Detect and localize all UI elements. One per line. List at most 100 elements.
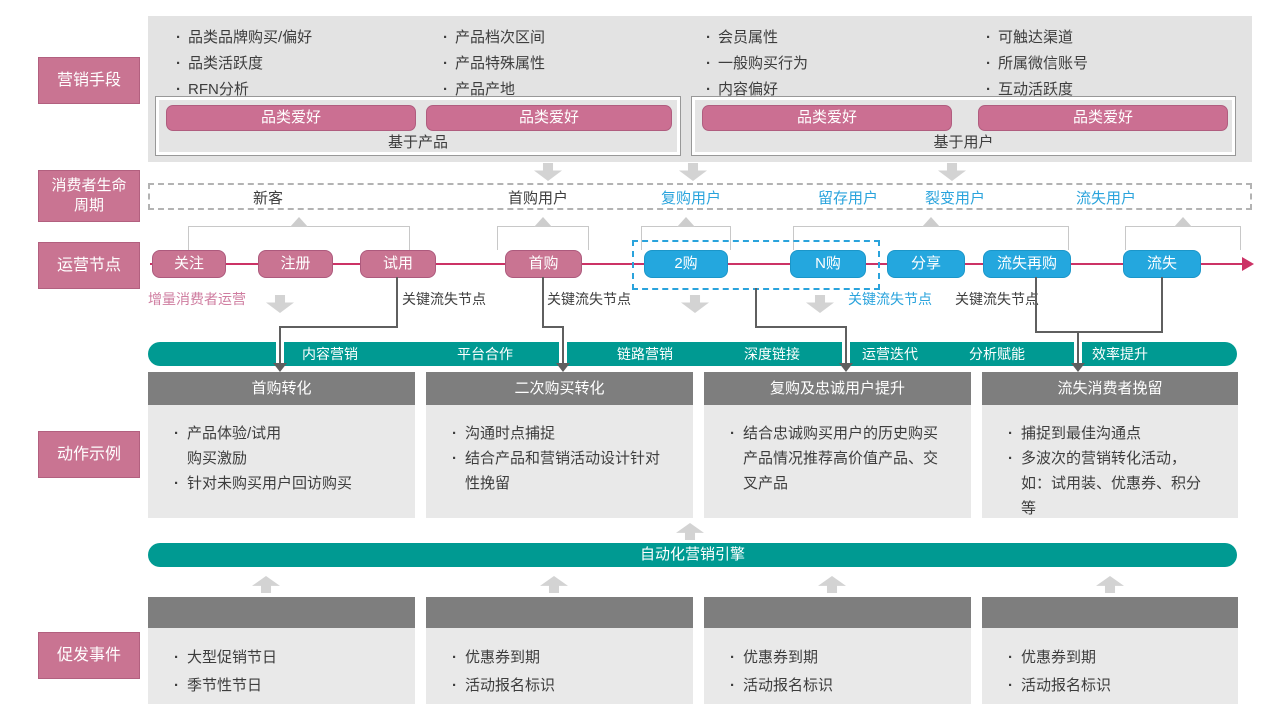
list-item: 优惠券到期 [1008, 644, 1210, 672]
bracket [188, 217, 410, 250]
list-item: 活动报名标识 [1008, 672, 1210, 700]
down-arrow-icon [534, 163, 562, 181]
list-item: 结合忠诚购买用户的历史购买产品情况推荐高价值产品、交叉产品 [730, 421, 943, 496]
list-item: 产品产地 [442, 77, 545, 103]
connector-line [280, 326, 398, 328]
list-item: 会员属性 [705, 25, 808, 51]
list-item: 品类活跃度 [175, 51, 312, 77]
action-body: 结合忠诚购买用户的历史购买产品情况推荐高价值产品、交叉产品 [704, 405, 971, 518]
connector-line [542, 326, 564, 328]
up-triangle-icon [290, 217, 308, 227]
connector-arrowhead-icon [1071, 363, 1085, 372]
node-churn: 流失 [1123, 250, 1201, 278]
user-based-group: 品类爱好 品类爱好 基于用户 [691, 96, 1236, 156]
up-triangle-icon [534, 217, 552, 227]
connector-line [562, 326, 564, 364]
list-item: 活动报名标识 [730, 672, 943, 700]
trigger-header [704, 597, 971, 628]
lifecycle-stage-fission: 裂变用户 [924, 190, 986, 207]
up-arrow-icon [540, 576, 568, 593]
list-item: 产品档次区间 [442, 25, 545, 51]
down-arrow-icon [679, 163, 707, 181]
strategy-platform-cooperation: 平台合作 [457, 346, 513, 362]
side-label-trigger-events: 促发事件 [38, 632, 140, 679]
connector-arrowhead-icon [556, 363, 570, 372]
action-header-second-purchase: 二次购买转化 [426, 372, 693, 405]
node-trial: 试用 [360, 250, 436, 278]
connector-arrowhead-icon [839, 363, 853, 372]
list-item: 内容偏好 [705, 77, 808, 103]
up-triangle-icon [677, 217, 695, 227]
list-item: 大型促销节日 [174, 644, 387, 672]
up-triangle-icon [922, 217, 940, 227]
bracket [793, 217, 1069, 250]
connector-line [1077, 331, 1079, 364]
flow-arrowhead-icon [1242, 257, 1254, 271]
category-preference-pill: 品类爱好 [978, 105, 1228, 131]
automation-engine-bar: 自动化营销引擎 [148, 543, 1237, 567]
list-item: 产品体验/试用 购买激励 [174, 421, 387, 471]
node-churn-repurchase: 流失再购 [983, 250, 1071, 278]
bracket [1125, 217, 1241, 250]
list-item: 结合产品和营销活动设计针对性挽留 [452, 446, 665, 496]
strategy-analytics-enablement: 分析赋能 [969, 346, 1025, 362]
action-body: 捕捉到最佳沟通点 多波次的营销转化活动，如：试用装、优惠券、积分等 [982, 405, 1238, 518]
list-item: 产品特殊属性 [442, 51, 545, 77]
side-label-operation-nodes: 运营节点 [38, 242, 140, 289]
list-item: 捕捉到最佳沟通点 [1008, 421, 1210, 446]
connector-line [279, 326, 281, 364]
attribute-list-channel: 可触达渠道 所属微信账号 互动活跃度 [985, 25, 1088, 103]
strategy-deep-link: 深度链接 [744, 346, 800, 362]
increment-operation-label: 增量消费者运营 [148, 291, 246, 307]
down-arrow-icon [681, 295, 709, 313]
attribute-list-category: 品类品牌购买/偏好 品类活跃度 RFN分析 [175, 25, 312, 103]
trigger-header [148, 597, 415, 628]
action-body: 沟通时点捕捉 结合产品和营销活动设计针对性挽留 [426, 405, 693, 518]
group-caption: 基于用户 [933, 134, 994, 151]
connector-line [755, 288, 757, 328]
key-loss-label: 关键流失节点 [402, 291, 486, 307]
connector-arrowhead-icon [273, 363, 287, 372]
up-arrow-icon [1096, 576, 1124, 593]
action-header-churn-retention: 流失消费者挽留 [982, 372, 1238, 405]
trigger-body: 优惠券到期 活动报名标识 [704, 628, 971, 704]
list-item: 可触达渠道 [985, 25, 1088, 51]
node-register: 注册 [258, 250, 333, 278]
down-arrow-icon [266, 295, 294, 313]
strategy-operation-iteration: 运营迭代 [862, 346, 918, 362]
lifecycle-stage-first-purchase: 首购用户 [507, 190, 569, 207]
side-label-consumer-lifecycle: 消费者生命 周期 [38, 170, 140, 222]
attribute-list-product: 产品档次区间 产品特殊属性 产品产地 [442, 25, 545, 103]
list-item: 品类品牌购买/偏好 [175, 25, 312, 51]
node-second-purchase: 2购 [644, 250, 728, 278]
lifecycle-stage-churned: 流失用户 [1075, 190, 1137, 207]
category-preference-pill: 品类爱好 [426, 105, 672, 131]
connector-line [755, 326, 847, 328]
bracket [641, 217, 731, 250]
connector-line [542, 277, 544, 328]
connector-line [1035, 277, 1037, 333]
list-item: 优惠券到期 [730, 644, 943, 672]
list-item: 针对未购买用户回访购买 [174, 471, 387, 496]
strategy-content-marketing: 内容营销 [302, 346, 358, 362]
list-item: 互动活跃度 [985, 77, 1088, 103]
list-item: RFN分析 [175, 77, 312, 103]
connector-line [396, 277, 398, 328]
node-first-purchase: 首购 [505, 250, 582, 278]
connector-line [1035, 331, 1163, 333]
connector-line [845, 326, 847, 364]
connector-line [1161, 277, 1163, 333]
up-arrow-icon [252, 576, 280, 593]
list-item: 多波次的营销转化活动，如：试用装、优惠券、积分等 [1008, 446, 1210, 521]
list-item: 优惠券到期 [452, 644, 665, 672]
up-triangle-icon [1174, 217, 1192, 227]
node-follow: 关注 [152, 250, 226, 278]
strategy-efficiency-improvement: 效率提升 [1092, 346, 1148, 362]
trigger-body: 优惠券到期 活动报名标识 [982, 628, 1238, 704]
trigger-body: 优惠券到期 活动报名标识 [426, 628, 693, 704]
trigger-header [426, 597, 693, 628]
list-item: 一般购买行为 [705, 51, 808, 77]
list-item: 活动报名标识 [452, 672, 665, 700]
strategy-bar: 内容营销 平台合作 链路营销 深度链接 运营迭代 分析赋能 效率提升 [148, 342, 1237, 366]
